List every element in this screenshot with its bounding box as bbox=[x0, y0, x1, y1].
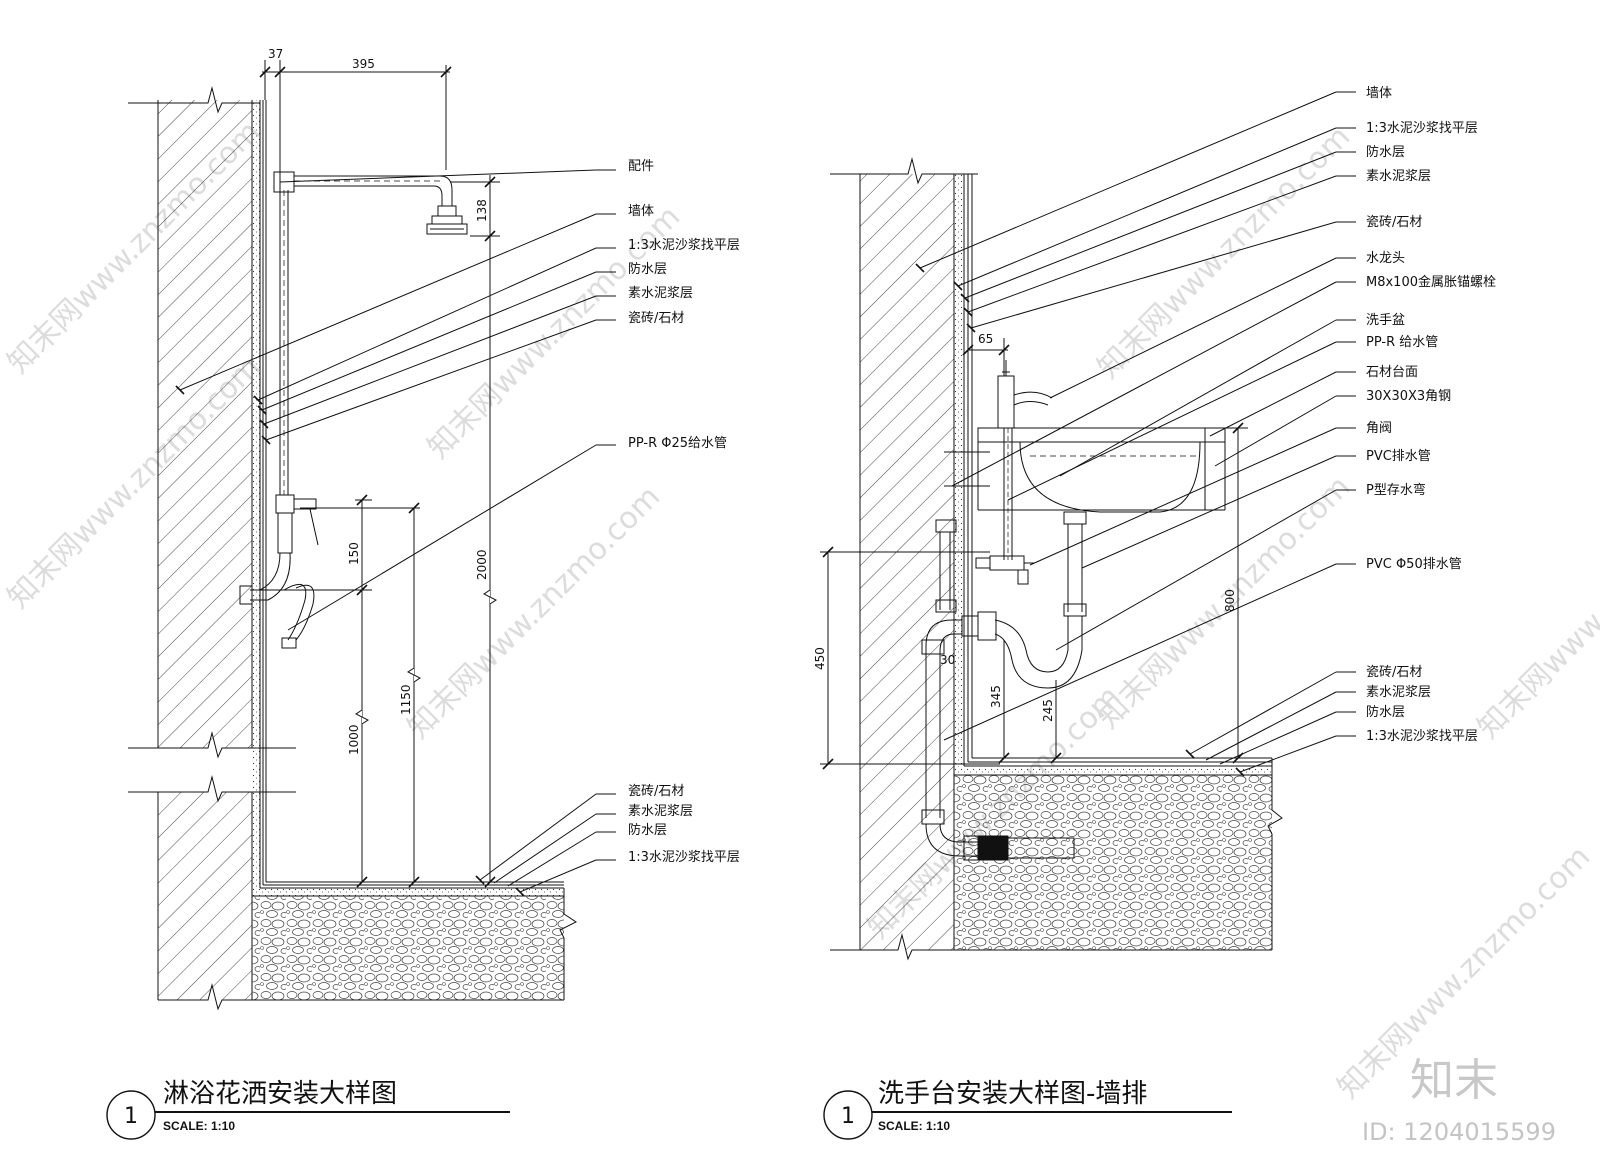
dim-138: 138 bbox=[475, 199, 489, 222]
wall-hatch-upper bbox=[158, 100, 252, 748]
shower-title-block: 1 淋浴花洒安装大样图 SCALE: 1:10 bbox=[106, 1079, 510, 1140]
label-p-trap: P型存水弯 bbox=[1366, 482, 1426, 498]
label-tile: 瓷砖/石材 bbox=[628, 311, 684, 326]
dim-345: 345 bbox=[989, 685, 1003, 708]
wall-hatch-right bbox=[860, 174, 954, 950]
drawing-title: 淋浴花洒安装大样图 bbox=[163, 1079, 397, 1109]
label-ppr-pipe: PP-R 给水管 bbox=[1366, 335, 1438, 350]
label-angle-steel: 30X30X3角钢 bbox=[1366, 389, 1451, 404]
label-cement-slurry: 素水泥浆层 bbox=[1366, 169, 1431, 184]
label-waterproof: 防水层 bbox=[628, 261, 667, 277]
label-countertop: 石材台面 bbox=[1366, 365, 1418, 380]
floor-gravel-right bbox=[954, 775, 1272, 950]
floor-mortar bbox=[252, 888, 564, 896]
label-faucet: 水龙头 bbox=[1366, 251, 1405, 266]
dim-1000: 1000 bbox=[347, 724, 361, 755]
label-washbasin: 洗手盆 bbox=[1366, 313, 1405, 328]
label-floor-waterproof: 防水层 bbox=[628, 822, 667, 838]
dim-245: 245 bbox=[1041, 699, 1055, 722]
label-floor-leveling: 1:3水泥沙浆找平层 bbox=[1366, 729, 1478, 744]
dim-450: 450 bbox=[813, 647, 827, 670]
label-wall: 墙体 bbox=[1366, 86, 1392, 101]
washbasin-labels: 墙体 1:3水泥沙浆找平层 防水层 素水泥浆层 瓷砖/石材 水龙头 M8x100… bbox=[813, 86, 1496, 744]
mortar-layer bbox=[252, 100, 260, 890]
label-floor-slurry: 素水泥浆层 bbox=[628, 804, 693, 819]
washbasin-detail bbox=[820, 91, 1356, 961]
label-pvc-50-drain: PVC Φ50排水管 bbox=[1366, 557, 1462, 572]
label-floor-tile: 瓷砖/石材 bbox=[628, 784, 684, 799]
dim-1150: 1150 bbox=[399, 684, 413, 715]
floor-mortar-right bbox=[954, 766, 1272, 775]
brand-watermark: 知末 bbox=[1410, 1055, 1498, 1106]
label-waterproof: 防水层 bbox=[1366, 144, 1405, 160]
angle-valve bbox=[975, 555, 1034, 585]
label-floor-waterproof: 防水层 bbox=[1366, 704, 1405, 720]
washbasin bbox=[977, 427, 1226, 513]
label-tile: 瓷砖/石材 bbox=[1366, 215, 1422, 230]
drawing-number: 1 bbox=[841, 1104, 855, 1129]
wall-drain-pipe bbox=[921, 519, 1075, 861]
wall-hatch-lower bbox=[158, 792, 252, 1000]
watermark-text: 知末网www.znzmo.com bbox=[401, 479, 667, 745]
dim-395: 395 bbox=[352, 57, 375, 71]
label-wall: 墙体 bbox=[628, 204, 654, 219]
label-floor-tile: 瓷砖/石材 bbox=[1366, 665, 1422, 680]
dim-30: 30 bbox=[940, 653, 955, 667]
shower-labels: 配件 墙体 1:3水泥沙浆找平层 防水层 素水泥浆层 瓷砖/石材 PP-R Φ2… bbox=[268, 47, 740, 865]
dim-2000: 2000 bbox=[475, 549, 489, 580]
watermark-text: 知末网www.znzmo.com bbox=[1471, 479, 1600, 745]
label-floor-slurry: 素水泥浆层 bbox=[1366, 685, 1431, 700]
wall-mortar-right bbox=[954, 174, 964, 764]
drawing-number: 1 bbox=[124, 1104, 138, 1129]
drawing-title: 洗手台安装大样图-墙排 bbox=[878, 1079, 1147, 1109]
mixing-valve bbox=[239, 494, 319, 649]
shower-detail bbox=[128, 60, 616, 1011]
label-floor-leveling: 1:3水泥沙浆找平层 bbox=[628, 850, 740, 865]
washbasin-title-block: 1 洗手台安装大样图-墙排 SCALE: 1:10 bbox=[823, 1079, 1232, 1140]
dim-37: 37 bbox=[268, 47, 283, 61]
dim-150: 150 bbox=[347, 542, 361, 565]
label-leveling-layer: 1:3水泥沙浆找平层 bbox=[1366, 121, 1478, 136]
label-cement-slurry: 素水泥浆层 bbox=[628, 286, 693, 301]
label-angle-valve: 角阀 bbox=[1366, 421, 1392, 436]
dim-65: 65 bbox=[978, 332, 993, 346]
p-trap bbox=[961, 511, 1087, 689]
dim-800: 800 bbox=[1223, 589, 1237, 612]
label-fittings: 配件 bbox=[628, 159, 654, 174]
label-leveling-layer: 1:3水泥沙浆找平层 bbox=[628, 238, 740, 253]
floor-gravel bbox=[252, 896, 564, 1000]
label-supply-pipe: PP-R Φ25给水管 bbox=[628, 436, 727, 451]
image-id: ID: 1204015599 bbox=[1362, 1118, 1556, 1146]
drawing-scale: SCALE: 1:10 bbox=[878, 1119, 950, 1133]
label-pvc-drain: PVC排水管 bbox=[1366, 449, 1431, 464]
label-anchor-bolt: M8x100金属胀锚螺栓 bbox=[1366, 274, 1496, 290]
shower-head bbox=[426, 205, 468, 235]
drawing-scale: SCALE: 1:10 bbox=[163, 1119, 235, 1133]
faucet bbox=[997, 360, 1053, 429]
